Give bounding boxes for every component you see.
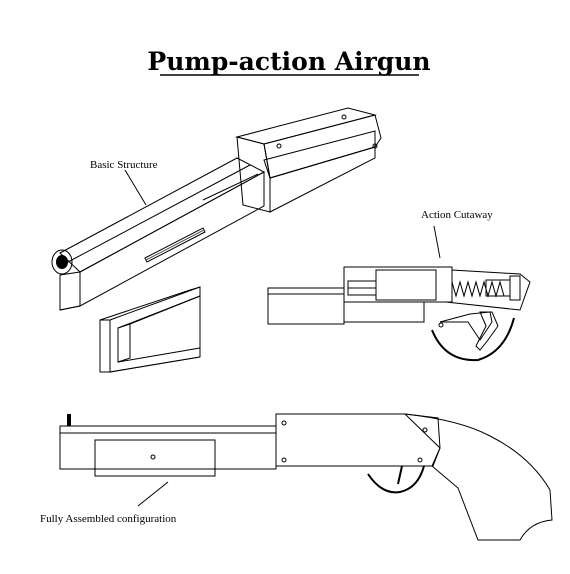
action-cutaway-label: Action Cutaway (421, 209, 493, 221)
fully-assembled-label: Fully Assembled configuration (40, 513, 177, 525)
action-cutaway-leader (433, 225, 441, 259)
action-cutaway-drawing (267, 266, 531, 362)
fully-assembled-leader (137, 481, 169, 507)
basic-structure-drawing (51, 107, 382, 373)
basic-structure-label: Basic Structure (90, 159, 158, 171)
fully-assembled-drawing (59, 413, 553, 541)
diagram-title: Pump-action Airgun (147, 47, 430, 76)
basic-structure-leader (124, 169, 147, 206)
